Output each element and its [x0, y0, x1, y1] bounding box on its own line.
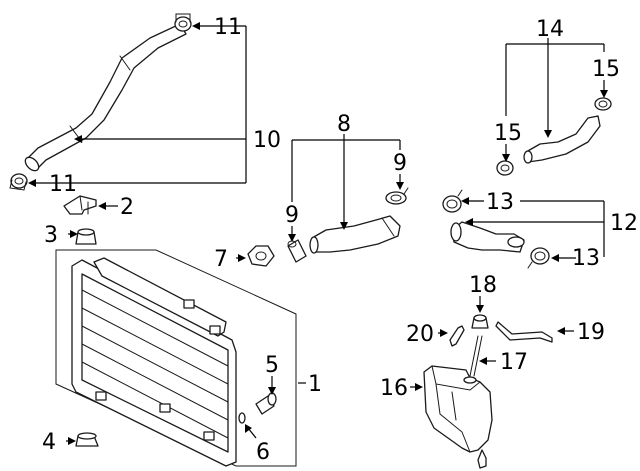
callout-2: 2 [120, 195, 134, 220]
heater-hose [523, 115, 601, 164]
upper-radiator-hose [24, 23, 187, 172]
callout-8: 8 [337, 112, 351, 137]
callout-16: 16 [380, 376, 408, 401]
callout-7: 7 [214, 247, 228, 272]
callout-17: 17 [500, 350, 528, 375]
callout-11-bottom: 11 [49, 172, 77, 197]
bracket [63, 195, 118, 215]
radiator-mount-upper [68, 228, 97, 245]
callout-1: 1 [308, 372, 322, 397]
callout-6: 6 [256, 440, 270, 465]
hose-clamp-15-right [594, 97, 612, 111]
hose-clamp-13-top [442, 189, 463, 213]
callout-12: 12 [610, 211, 638, 236]
callout-20: 20 [406, 322, 434, 347]
drain-plug [255, 376, 277, 415]
callout-9-left: 9 [285, 203, 299, 228]
hose-clamp-13-bottom [527, 247, 550, 269]
radiator [55, 249, 306, 467]
callout-3: 3 [44, 223, 58, 248]
hose-clamp-9-left [287, 239, 307, 263]
callout-10: 10 [253, 128, 281, 153]
leader-10-11 [28, 22, 247, 187]
callout-11-top: 11 [214, 15, 242, 40]
leader-8-9 [288, 134, 404, 242]
leader-16-17 [410, 357, 496, 391]
overflow-hose [438, 325, 465, 347]
o-ring [238, 412, 257, 439]
hose-clamp-15-left [496, 160, 514, 176]
coolant-reservoir [423, 365, 493, 469]
callout-9-right: 9 [393, 151, 407, 176]
callout-13-top: 13 [486, 190, 514, 215]
radiator-mount-lower [66, 432, 99, 447]
hose-clamp-upper [174, 13, 192, 32]
callout-5: 5 [265, 353, 279, 378]
lower-radiator-hose [309, 215, 401, 254]
hose-clamp-lower [9, 173, 28, 191]
thermostat-flange [236, 245, 275, 267]
reservoir-cap [471, 296, 489, 329]
reservoir-hose [469, 335, 483, 377]
leader-14-15 [502, 38, 608, 162]
callout-18: 18 [469, 273, 497, 298]
callout-14: 14 [536, 17, 564, 42]
callout-15-right: 15 [592, 57, 620, 82]
callout-4: 4 [42, 430, 56, 455]
callout-15-left: 15 [494, 121, 522, 146]
leader-12-13 [461, 197, 605, 262]
callout-19: 19 [577, 320, 605, 345]
callout-13-bottom: 13 [572, 246, 600, 271]
bypass-hose [450, 221, 525, 253]
breather-hose [495, 321, 574, 343]
hose-clamp-9-right [385, 187, 409, 205]
